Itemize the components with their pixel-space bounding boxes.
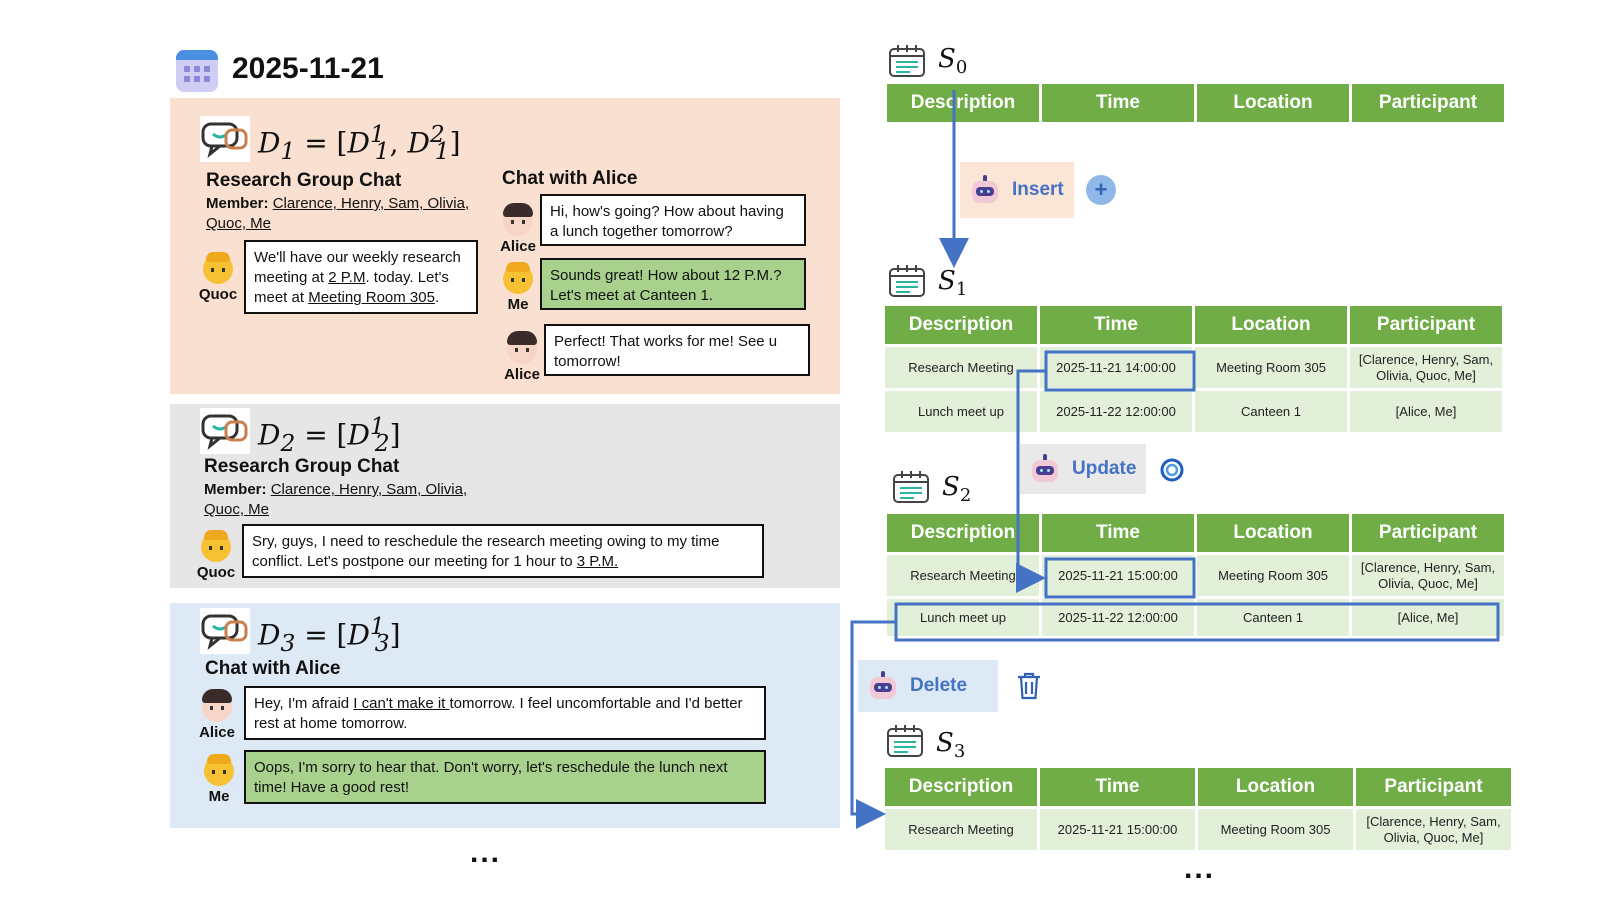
message-bubble: Hey, I'm afraid I can't make it tomorrow… <box>244 686 766 740</box>
update-label: Update <box>1072 458 1137 479</box>
schedule-icon <box>888 264 926 298</box>
more-states-ellipsis: ... <box>1184 852 1216 885</box>
plus-icon: + <box>1086 175 1116 205</box>
robot-icon <box>868 671 898 701</box>
schedule-icon <box>886 724 924 758</box>
chat-title: Research Group Chat <box>204 456 400 477</box>
insert-label: Insert <box>1012 179 1064 200</box>
state-label-s3: S3 <box>936 728 966 763</box>
message-bubble: We'll have our weekly research meeting a… <box>244 240 478 314</box>
robot-icon <box>1030 454 1060 484</box>
schedule-icon <box>892 470 930 504</box>
col-location: Location <box>1197 84 1349 122</box>
dialogue-label-d1: D1 = [D11, D21] <box>258 120 461 165</box>
col-time: Time <box>1042 84 1194 122</box>
chat-bubbles-icon <box>200 608 250 654</box>
chat-bubbles-icon <box>200 116 250 162</box>
message-bubble: Perfect! That works for me! See u tomorr… <box>544 324 810 376</box>
avatar-me: Me <box>494 262 542 313</box>
calendar-app-icon <box>176 50 218 92</box>
message-bubble: Hi, how's going? How about having a lunc… <box>540 194 806 246</box>
schedule-icon <box>888 44 926 78</box>
refresh-icon <box>1160 458 1184 482</box>
more-dialogues-ellipsis: ... <box>470 836 502 869</box>
trash-icon <box>1018 672 1040 700</box>
chat-bubbles-icon <box>200 408 250 454</box>
delete-label: Delete <box>910 675 968 696</box>
message-bubble-me: Sounds great! How about 12 P.M.? Let's m… <box>540 258 806 310</box>
avatar-alice: Alice <box>498 331 546 383</box>
state-label-s2: S2 <box>942 472 972 507</box>
message-bubble: Sry, guys, I need to reschedule the rese… <box>242 524 764 578</box>
col-description: Description <box>887 84 1039 122</box>
update-action: Update <box>1020 444 1147 494</box>
member-list: Member: Clarence, Henry, Sam, Olivia,Quo… <box>204 481 468 518</box>
chat-title: Chat with Alice <box>205 658 341 679</box>
col-participant: Participant <box>1352 84 1504 122</box>
date-title: 2025-11-21 <box>232 52 384 85</box>
dialogue-label-d3: D3 = [D13] <box>258 612 401 657</box>
state-label-s0: S0 <box>938 44 968 79</box>
avatar-alice: Alice <box>193 689 241 741</box>
robot-icon <box>970 175 1000 205</box>
message-bubble-me: Oops, I'm sorry to hear that. Don't worr… <box>244 750 766 804</box>
chat-title: Chat with Alice <box>502 168 638 189</box>
state-label-s1: S1 <box>938 266 968 301</box>
avatar-me: Me <box>195 754 243 805</box>
avatar-alice: Alice <box>494 203 542 255</box>
dialogue-label-d2: D2 = [D12] <box>258 412 401 457</box>
avatar-quoc: Quoc <box>192 530 240 581</box>
avatar-quoc: Quoc <box>194 252 242 303</box>
member-list: Member: Clarence, Henry, Sam, Olivia,Quo… <box>206 195 470 232</box>
delete-action: Delete <box>858 660 998 712</box>
chat-title: Research Group Chat <box>206 170 402 191</box>
insert-action: Insert <box>960 162 1074 218</box>
